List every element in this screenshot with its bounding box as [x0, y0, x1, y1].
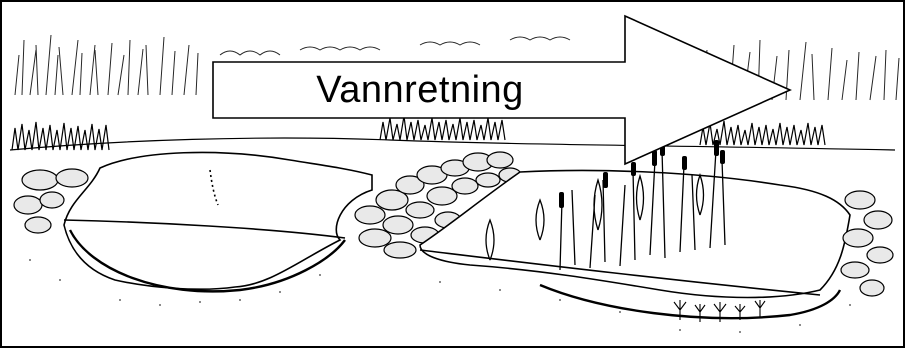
flow-direction-label: Vannretning: [215, 62, 625, 118]
